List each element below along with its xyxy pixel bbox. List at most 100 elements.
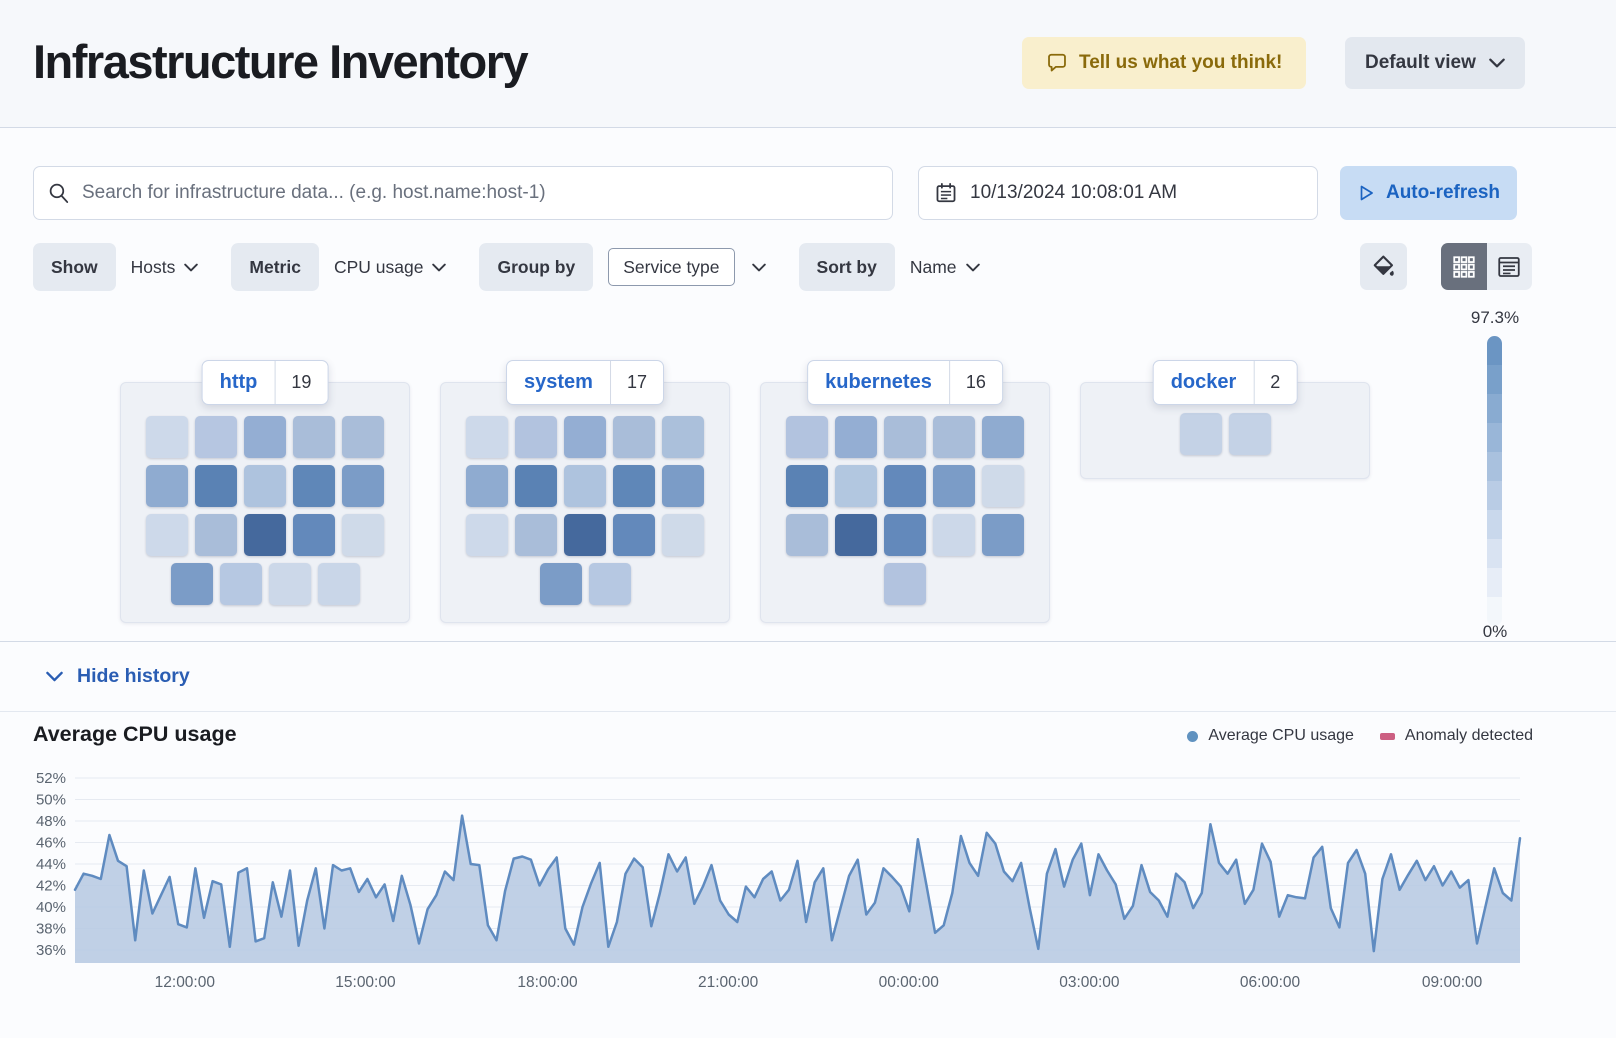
host-tile[interactable] (244, 416, 286, 458)
host-tile[interactable] (146, 465, 188, 507)
map-view-button[interactable] (1441, 243, 1487, 290)
host-tile[interactable] (564, 514, 606, 556)
hide-history-toggle[interactable]: Hide history (46, 665, 190, 688)
host-tile[interactable] (146, 416, 188, 458)
host-tile[interactable] (786, 416, 828, 458)
svg-text:18:00:00: 18:00:00 (517, 974, 578, 991)
host-tile[interactable] (342, 465, 384, 507)
sortby-label: Sort by (798, 243, 895, 291)
svg-text:36%: 36% (36, 942, 66, 959)
group-count: 2 (1270, 372, 1281, 392)
host-tile[interactable] (293, 465, 335, 507)
host-tile[interactable] (835, 416, 877, 458)
chevron-down-icon (432, 263, 447, 271)
color-palette-button[interactable] (1360, 243, 1407, 290)
date-picker-button[interactable]: 10/13/2024 10:08:01 AM (918, 166, 1318, 220)
host-tile[interactable] (588, 563, 631, 605)
host-tile[interactable] (195, 465, 237, 507)
host-tile[interactable] (662, 514, 704, 556)
badge-divider (609, 361, 611, 404)
sortby-value: Name (909, 256, 957, 277)
host-tile[interactable] (564, 416, 606, 458)
chevron-down-icon (46, 671, 63, 682)
host-tile[interactable] (662, 465, 704, 507)
host-tile[interactable] (884, 514, 926, 556)
host-tile[interactable] (342, 514, 384, 556)
svg-text:09:00:00: 09:00:00 (1422, 974, 1483, 991)
host-tile[interactable] (539, 563, 582, 605)
chart-legend: Average CPU usage Anomaly detected (1187, 727, 1533, 745)
host-tile[interactable] (884, 416, 926, 458)
host-tile[interactable] (982, 465, 1024, 507)
svg-text:15:00:00: 15:00:00 (335, 974, 396, 991)
host-tile[interactable] (835, 514, 877, 556)
view-toggle-group (1441, 243, 1532, 290)
host-tile[interactable] (195, 514, 237, 556)
group-name-link[interactable]: http (203, 361, 275, 404)
filter-show: Show Hosts (33, 243, 208, 291)
table-view-button[interactable] (1486, 243, 1532, 290)
tile-row (121, 465, 409, 507)
host-tile[interactable] (515, 514, 557, 556)
group-count: 19 (291, 372, 312, 392)
host-tile[interactable] (982, 416, 1024, 458)
host-tile[interactable] (170, 563, 213, 605)
group-name-link[interactable]: docker (1154, 361, 1254, 404)
host-tile[interactable] (146, 514, 188, 556)
host-tile[interactable] (466, 416, 508, 458)
auto-refresh-button[interactable]: Auto-refresh (1340, 166, 1517, 220)
host-tile[interactable] (342, 416, 384, 458)
group-name-link[interactable]: kubernetes (808, 361, 949, 404)
host-tile[interactable] (293, 514, 335, 556)
legend-item-anomaly[interactable]: Anomaly detected (1379, 727, 1533, 745)
host-tile[interactable] (244, 465, 286, 507)
host-tile[interactable] (293, 416, 335, 458)
host-tile[interactable] (884, 563, 926, 605)
show-dropdown[interactable]: Hosts (116, 243, 209, 291)
host-tile[interactable] (835, 465, 877, 507)
group-name-link[interactable]: system (507, 361, 610, 404)
host-tile[interactable] (195, 416, 237, 458)
tile-row (441, 416, 729, 458)
sortby-dropdown[interactable]: Name (895, 243, 990, 291)
host-tile[interactable] (613, 465, 655, 507)
host-tile[interactable] (1179, 413, 1222, 455)
host-tile[interactable] (786, 465, 828, 507)
host-tile[interactable] (268, 563, 311, 605)
host-tile[interactable] (933, 465, 975, 507)
view-selector-button[interactable]: Default view (1345, 37, 1525, 89)
filter-groupby: Group by Service type (479, 243, 775, 291)
host-tile[interactable] (982, 514, 1024, 556)
search-input[interactable] (82, 182, 878, 204)
host-tile[interactable] (1228, 413, 1271, 455)
host-tile[interactable] (564, 465, 606, 507)
host-tile[interactable] (662, 416, 704, 458)
host-tile[interactable] (613, 416, 655, 458)
host-tile[interactable] (933, 514, 975, 556)
host-tile[interactable] (219, 563, 262, 605)
host-tile[interactable] (786, 514, 828, 556)
host-tile[interactable] (933, 416, 975, 458)
svg-text:06:00:00: 06:00:00 (1240, 974, 1301, 991)
metric-dropdown[interactable]: CPU usage (319, 243, 457, 291)
svg-text:40%: 40% (36, 899, 66, 916)
groupby-dropdown[interactable]: Service type (593, 243, 775, 291)
feedback-button[interactable]: Tell us what you think! (1022, 37, 1307, 89)
host-tile[interactable] (515, 416, 557, 458)
host-tile[interactable] (884, 465, 926, 507)
host-tile[interactable] (466, 465, 508, 507)
host-tile[interactable] (317, 563, 360, 605)
host-tile[interactable] (466, 514, 508, 556)
search-box (33, 166, 893, 220)
host-tile[interactable] (613, 514, 655, 556)
show-label: Show (33, 243, 116, 291)
host-tile[interactable] (515, 465, 557, 507)
host-tile[interactable] (244, 514, 286, 556)
tile-row (441, 465, 729, 507)
legend-item-avg-cpu[interactable]: Average CPU usage (1187, 727, 1354, 745)
svg-text:44%: 44% (36, 856, 66, 873)
auto-refresh-label: Auto-refresh (1385, 182, 1500, 203)
